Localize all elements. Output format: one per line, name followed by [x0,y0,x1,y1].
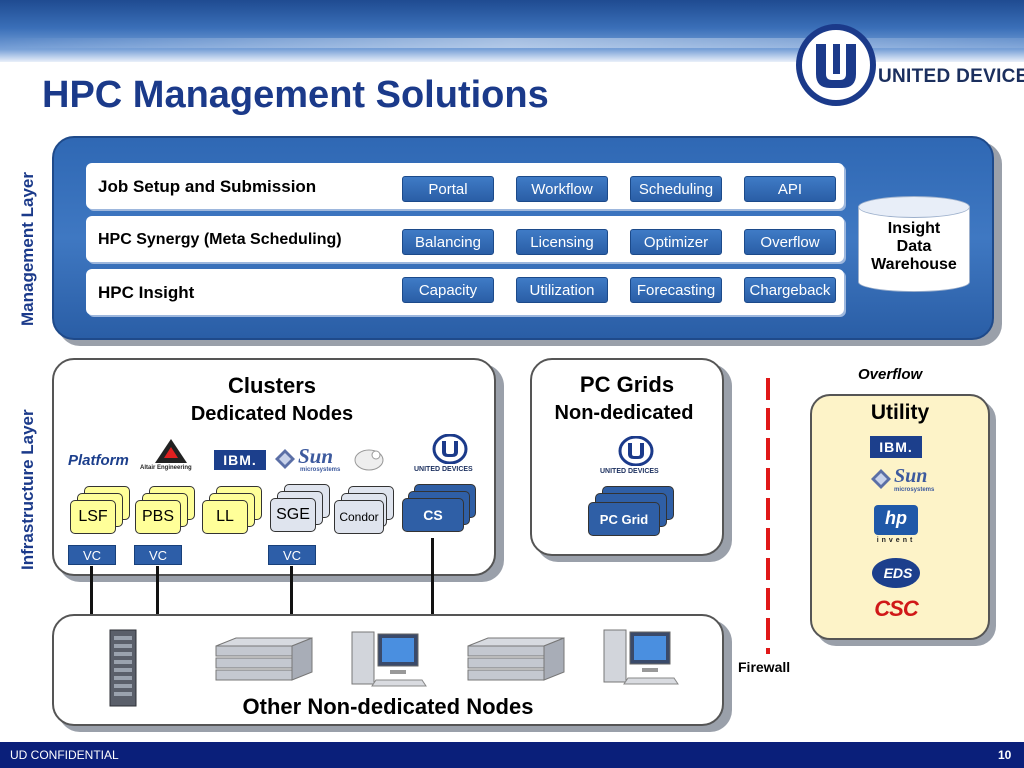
ud-small-logo-text: UNITED DEVICES [414,466,473,473]
rack-servers-icon [467,637,565,681]
node-sge: SGE [270,498,316,532]
connector-line [156,566,159,616]
page-number: 10 [998,748,1012,762]
banner-stripe [0,38,1024,48]
firewall-label: Firewall [738,659,791,675]
vc-box-1: VC [68,545,116,565]
row-label-synergy: HPC Synergy (Meta Scheduling) [98,231,342,248]
connector-line [290,566,293,616]
utility-sun-logo: Sun [894,465,928,487]
united-devices-logo-icon [796,24,876,106]
other-nodes-title: Other Non-dedicated Nodes [242,694,534,719]
utility-title: Utility [870,401,930,424]
rack-servers-icon [215,637,313,681]
footer-bar [0,742,1024,768]
desktop-pc-icon [603,629,679,685]
hp-invent-text: invent [876,537,916,544]
ud-pc-logo-text: UNITED DEVICES [600,468,659,475]
pill-chargeback: Chargeback [744,277,836,303]
pill-overflow: Overflow [744,229,836,255]
utility-sun-diamond-icon [871,469,891,489]
slide-title: HPC Management Solutions [42,74,549,116]
pill-balancing: Balancing [402,229,494,255]
platform-logo: Platform [68,452,129,469]
overflow-label: Overflow [858,366,923,383]
warehouse-line-3: Warehouse [871,256,957,273]
pill-workflow: Workflow [516,176,608,202]
node-condor: Condor [334,500,384,534]
desktop-pc-icon [351,631,427,687]
warehouse-cylinder-top [858,196,970,218]
row-label-insight: HPC Insight [98,283,195,302]
altair-logo-icon [155,439,187,463]
brand-name-text: UNITED DEVICES [878,66,1024,87]
clusters-box [52,358,496,576]
row-label-job-setup: Job Setup and Submission [98,177,317,196]
footer-confidential: UD CONFIDENTIAL [10,748,119,762]
brand-name: UNITED DEVICES™ [878,66,1024,88]
eds-logo: EDS [883,565,913,581]
hp-logo: hp [885,508,907,528]
eds-logo-icon [872,558,920,588]
connector-line [431,538,434,616]
warehouse-line-1: Insight [887,220,941,237]
utility-ibm-logo: IBM. [870,436,922,458]
utility-sun-microsystems-text: microsystems [894,487,935,493]
node-cs: CS [402,498,464,532]
united-devices-pc-icon [618,436,654,466]
clusters-subtitle: Dedicated Nodes [190,403,354,425]
pill-utilization: Utilization [516,277,608,303]
firewall-line [766,378,770,654]
pill-api: API [744,176,836,202]
sun-logo: Sun [298,444,334,468]
pill-portal: Portal [402,176,494,202]
pill-licensing: Licensing [516,229,608,255]
node-pc-grid: PC Grid [588,502,660,536]
pill-scheduling: Scheduling [630,176,722,202]
pill-capacity: Capacity [402,277,494,303]
altair-logo-text: Altair Engineering [140,465,192,471]
infrastructure-layer-label: Infrastructure Layer [18,409,37,570]
ibm-logo: IBM. [214,450,266,470]
csc-logo: CSC [874,596,918,621]
node-pbs: PBS [135,500,181,534]
pc-grids-title: PC Grids [579,372,675,397]
sun-diamond-icon [275,449,295,469]
pill-optimizer: Optimizer [630,229,722,255]
management-layer-label: Management Layer [18,172,37,326]
connector-line [90,566,93,616]
vc-box-3: VC [268,545,316,565]
node-ll: LL [202,500,248,534]
hp-logo-icon [874,505,918,535]
warehouse-line-2: Data [896,238,932,255]
clusters-title: Clusters [227,373,317,398]
vc-box-2: VC [134,545,182,565]
pc-grids-subtitle: Non-dedicated [554,402,694,424]
condor-bird-icon [354,449,384,471]
node-lsf: LSF [70,500,116,534]
warehouse-label: Insight Data Warehouse [858,220,970,274]
united-devices-small-icon [432,434,468,464]
pill-forecasting: Forecasting [630,277,722,303]
server-tower-icon [109,629,137,707]
sun-microsystems-text: microsystems [300,467,341,473]
warehouse-cylinder [858,206,970,282]
